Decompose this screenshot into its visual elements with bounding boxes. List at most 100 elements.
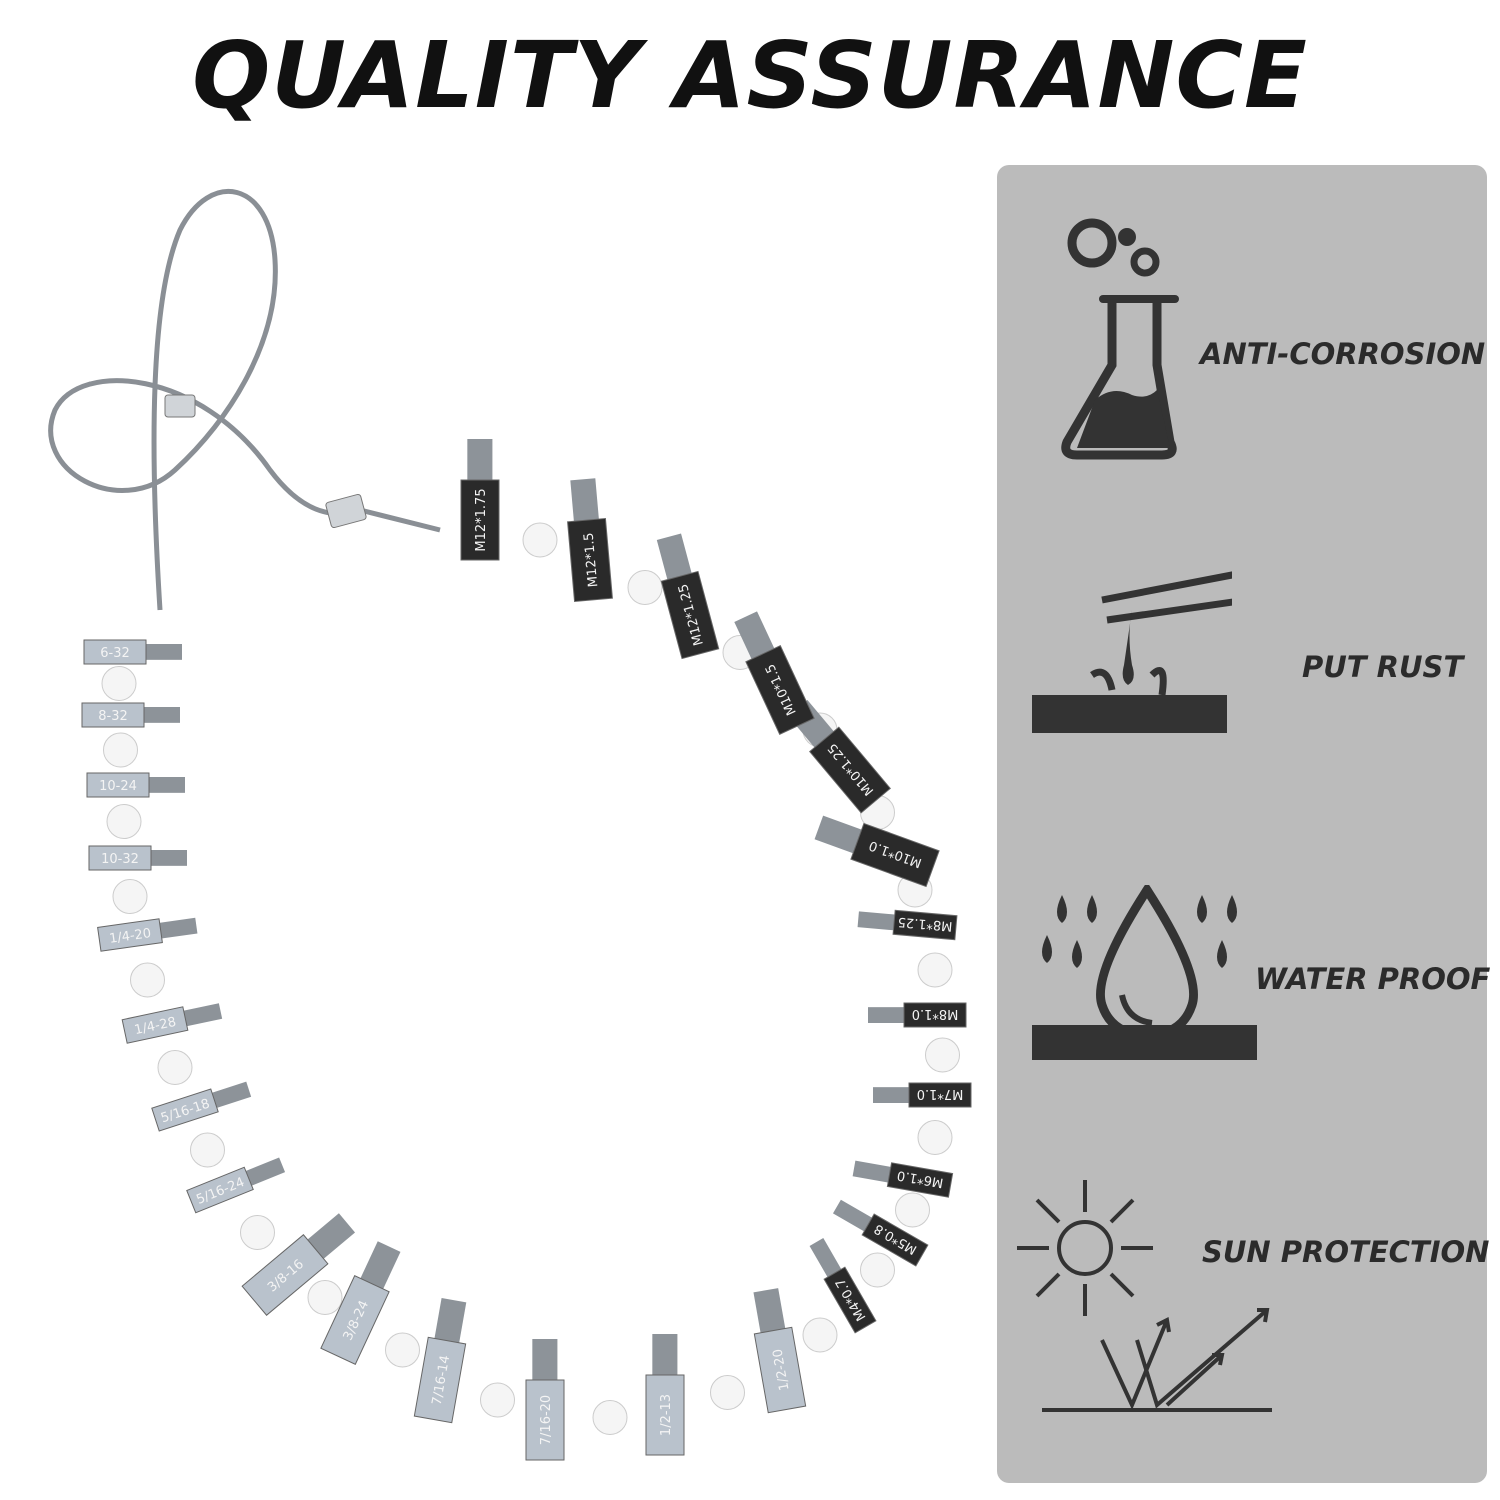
water-drop-icon: [1032, 885, 1257, 1060]
gauge-hex-body: [886, 1162, 954, 1198]
bead: [385, 1332, 420, 1368]
thread-gauge: 6-32: [83, 639, 182, 665]
gauge-hex-body: [460, 479, 500, 561]
gauge-hex-body: [81, 702, 145, 728]
thread-stud: [433, 1298, 467, 1347]
gauge-size-label: M7*1.0: [917, 1086, 964, 1101]
gauge-hex-body: [753, 1326, 807, 1414]
gauge-hex-body: [413, 1336, 467, 1424]
gauge-hex-body: [241, 1234, 329, 1316]
gauge-size-label: 7/16-20: [539, 1395, 554, 1445]
bead: [802, 1317, 838, 1353]
gauge-hex-body: [823, 1266, 877, 1334]
thread-stud: [179, 1003, 223, 1028]
thread-stud: [734, 611, 777, 663]
bead: [106, 804, 142, 839]
bead: [112, 879, 148, 914]
feature-label: SUN PROTECTION: [1202, 1235, 1490, 1269]
feature-label: ANTI-CORROSION: [1200, 337, 1486, 371]
bead: [627, 570, 663, 605]
thread-gauge: 1/4-28: [121, 1003, 223, 1044]
sun-reflection-icon: [1017, 1180, 1272, 1412]
features-panel: ANTI-CORROSION PUT RUST WATER PROOF: [997, 165, 1491, 1483]
page-title: QUALITY ASSURANCE: [192, 22, 1308, 129]
thread-stud: [753, 1288, 786, 1337]
gauge-size-label: 10-24: [99, 779, 137, 794]
bead: [103, 732, 138, 768]
gauge-hex-body: [525, 1379, 565, 1461]
gauge-hex-body: [809, 726, 891, 814]
thread-gauge: 10-24: [86, 772, 185, 798]
thread-gauge: M8*1.25: [857, 909, 958, 941]
thread-gauge: 10-32: [88, 845, 187, 871]
thread-gauge: 7/16-14: [413, 1298, 467, 1424]
test-tube-pour-icon: [1032, 571, 1232, 733]
bead: [895, 1192, 930, 1228]
thread-stud: [814, 815, 866, 855]
bead: [917, 952, 953, 988]
thread-stud: [873, 1087, 913, 1103]
bead: [917, 1120, 953, 1155]
thread-stud: [147, 850, 187, 866]
gauge-hex-body: [908, 1082, 972, 1108]
thread-stud: [242, 1157, 286, 1188]
bead: [130, 962, 165, 998]
thread-gauge: M6*1.0: [852, 1160, 954, 1198]
feature-label: WATER PROOF: [1255, 962, 1491, 996]
thread-gauge: 1/2-20: [753, 1288, 807, 1414]
flask-icon: [1061, 218, 1179, 460]
gauge-hex-body: [320, 1275, 390, 1365]
thread-stud: [467, 439, 493, 484]
gauge-hex-body: [86, 772, 150, 798]
gauge-hex-body: [861, 1213, 929, 1267]
thread-stud: [652, 1334, 678, 1379]
thread-stud: [145, 777, 185, 793]
gauge-hex-body: [660, 570, 720, 660]
thread-gauge: 7/16-20: [525, 1339, 565, 1461]
thread-gauge: 8-32: [81, 702, 180, 728]
bead: [710, 1375, 745, 1410]
gauge-hex-body: [186, 1166, 254, 1214]
bead: [157, 1050, 193, 1085]
thread-stud: [832, 1199, 876, 1234]
thread-gauge: M12*1.5: [567, 478, 613, 603]
gauge-size-label: M8*1.0: [912, 1006, 959, 1021]
thread-gauge: M10*1.0: [814, 815, 940, 888]
bead: [592, 1400, 628, 1435]
gauge-size-label: M8*1.25: [897, 914, 953, 934]
bead: [240, 1215, 275, 1250]
bead: [522, 522, 558, 558]
wire-crimp: [164, 394, 196, 418]
thread-gauge: 3/8-16: [241, 1213, 356, 1316]
bead: [925, 1037, 960, 1073]
gauge-hex-body: [850, 822, 940, 888]
thread-gauge: M8*1.0: [868, 1002, 967, 1028]
gauge-hex-body: [121, 1006, 189, 1044]
gauge-hex-body: [645, 1374, 685, 1456]
thread-gauge: M12*1.25: [656, 533, 720, 660]
gauge-hex-body: [151, 1088, 219, 1132]
bead: [190, 1132, 225, 1168]
gauge-hex-body: [892, 909, 958, 941]
gauge-size-label: 1/2-13: [659, 1394, 674, 1436]
gauge-size-label: M12*1.5: [582, 532, 602, 588]
thread-stud: [857, 911, 899, 931]
thread-stud: [140, 707, 180, 723]
gauge-hex-body: [745, 645, 815, 735]
thread-gauge: M7*1.0: [873, 1082, 972, 1108]
thread-stud: [304, 1213, 356, 1262]
gauge-hex-body: [903, 1002, 967, 1028]
gauge-size-label: 10-32: [101, 852, 139, 867]
thread-stud: [155, 917, 198, 940]
thread-stud: [868, 1007, 908, 1023]
gauge-hex-body: [97, 918, 163, 952]
bead: [307, 1280, 343, 1315]
thread-stud: [809, 1238, 844, 1281]
gauge-hex-body: [83, 639, 147, 665]
thread-stud: [570, 478, 600, 526]
thread-gauge: 5/16-18: [151, 1081, 252, 1132]
gauge-size-label: 1/2-20: [770, 1348, 792, 1392]
thread-stud: [142, 644, 182, 660]
thread-stud: [532, 1339, 558, 1384]
thread-stud: [358, 1241, 401, 1293]
